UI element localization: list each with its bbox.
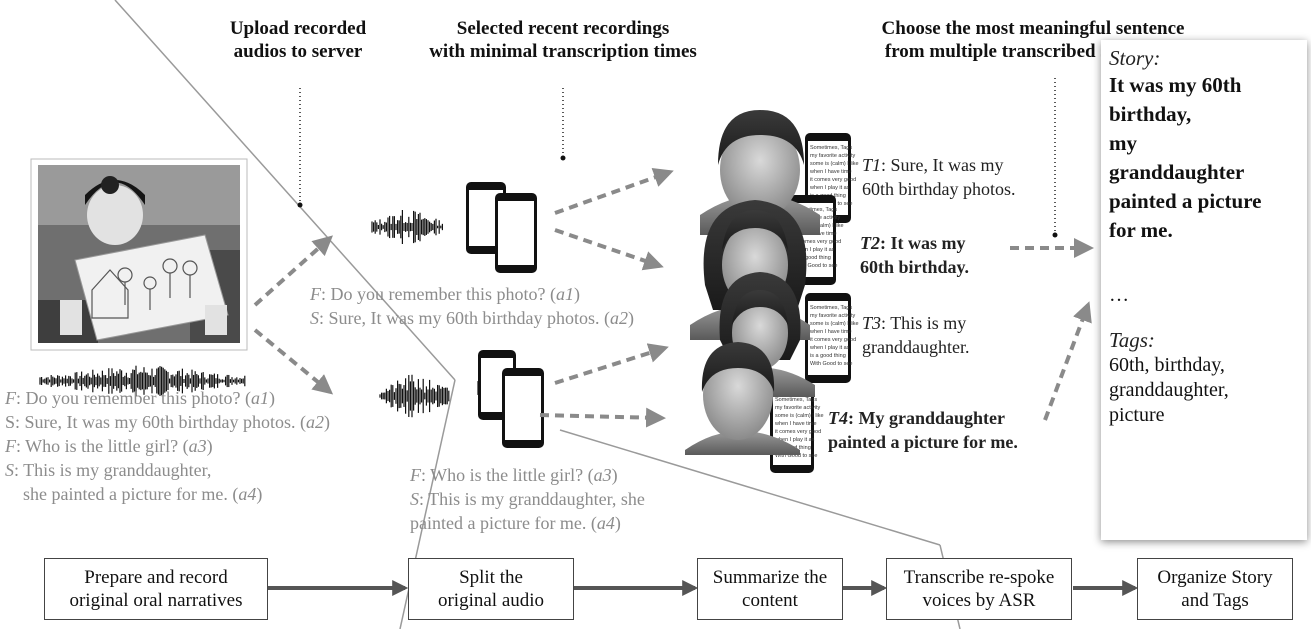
left-dialog-line: F: Who is the little girl? (a3) — [5, 436, 213, 456]
story-card: Story: It was my 60th birthday, my grand… — [1101, 40, 1307, 540]
phone-text-line: Sometimes, Tags — [795, 207, 837, 213]
phone-text-line: my favorite activity — [810, 153, 855, 159]
story-line: It was my 60th — [1109, 73, 1242, 97]
mid-dialog-line: F: Who is the little girl? (a3) — [410, 465, 618, 485]
flow-arrows-dashed — [253, 167, 1094, 428]
header-choose-line1: Choose the most meaningful sentence — [881, 18, 1185, 39]
phone-text-line: it comes very good — [810, 177, 856, 183]
header-upload: Upload recorded audios to server — [178, 17, 418, 63]
left-dialog-line: S: This is my granddaughter, — [5, 460, 212, 480]
phone-text-line: when I play it as — [774, 437, 815, 443]
phone-text-line: when I play it as — [809, 185, 850, 191]
mid-dialog-line: S: Sure, It was my 60th birthday photos.… — [310, 308, 634, 328]
story-line: my — [1109, 131, 1137, 155]
phone-text-line: it comes very good — [795, 239, 841, 245]
phone-text-line: it comes very good — [775, 429, 821, 435]
header-selected: Selected recent recordings with minimal … — [398, 17, 728, 63]
family-photo — [30, 158, 248, 351]
phone-text-line: is a good thing — [810, 353, 846, 359]
mid-dialog-top: F: Do you remember this photo? (a1) S: S… — [310, 282, 634, 330]
phone-text-line: Sometimes, Tags — [810, 145, 852, 151]
left-dialog: F: Do you remember this photo? (a1) S: S… — [5, 386, 330, 506]
left-dialog-line: S: Sure, It was my 60th birthday photos.… — [5, 412, 330, 432]
phone-text-line: when I have time — [809, 329, 852, 335]
transcript-t3: T3: This is my granddaughter. — [862, 313, 970, 357]
phone-text-line: is a good thing — [795, 255, 831, 261]
mid-dialog-line: S: This is my granddaughter, she — [410, 489, 645, 509]
story-line: birthday, — [1109, 102, 1192, 126]
phone-text-line: when I play it as — [809, 345, 850, 351]
transcript-t2: T2: It was my 60th birthday. — [860, 233, 970, 277]
people-group — [685, 110, 820, 455]
header-upload-line1: Upload recorded — [229, 18, 367, 39]
phone-text-line: when I play it as — [794, 247, 835, 253]
phone-screen — [498, 201, 534, 265]
story-line: painted a picture — [1109, 189, 1262, 213]
phone-text-line: With Good to see — [810, 361, 853, 367]
phone-text-line: when I have time — [774, 421, 817, 427]
tag-line: picture — [1109, 404, 1165, 426]
person-4-icon — [685, 342, 800, 455]
transcript-t4: T4: My granddaughter painted a picture f… — [828, 408, 1018, 452]
phone-text-line: some is (calm) I like — [810, 161, 859, 167]
tag-line: granddaughter, — [1109, 379, 1229, 401]
tag-line: 60th, birthday, — [1109, 354, 1225, 376]
story-line: for me. — [1109, 218, 1173, 242]
left-dialog-line: F: Do you remember this photo? (a1) — [5, 388, 275, 408]
phone-text-line: my favorite activity — [810, 313, 855, 319]
phone-text-line: some is (calm) I like — [810, 321, 859, 327]
story-ellipsis: … — [1109, 284, 1129, 306]
header-upload-line2: audios to server — [233, 41, 363, 62]
header-selected-line2: with minimal transcription times — [429, 41, 697, 62]
phone-text-line: Sometimes, Tags — [775, 397, 817, 403]
phone-text-line: With Good to see — [795, 263, 838, 269]
phone-text-line: some is (calm) I like — [775, 413, 824, 419]
phone-text-line: my favorite activity — [775, 405, 820, 411]
phone-screen — [808, 301, 848, 375]
phone-text-line: Sometimes, Tags — [810, 305, 852, 311]
mid-dialog-line: painted a picture for me. (a4) — [410, 513, 621, 533]
transcript-t1: T1: Sure, It was my 60th birthday photos… — [862, 155, 1016, 199]
tags-label: Tags: — [1109, 328, 1155, 352]
mid-dialog-bottom: F: Who is the little girl? (a3) S: This … — [410, 463, 645, 535]
phone-screen — [505, 376, 541, 440]
header-selected-line1: Selected recent recordings — [456, 18, 670, 39]
story-line: granddaughter — [1109, 160, 1245, 184]
phone-text-line: when I have time — [809, 169, 852, 175]
phone-text-line: it comes very good — [810, 337, 856, 343]
mid-dialog-line: F: Do you remember this photo? (a1) — [310, 284, 580, 304]
left-dialog-line: she painted a picture for me. (a4) — [23, 484, 263, 504]
dotted-leaders — [297, 78, 1058, 238]
story-label: Story: — [1109, 46, 1161, 70]
phone-text-line: With Good to see — [775, 453, 818, 459]
phones: Sometimes, Tags my favorite activity some … — [466, 133, 859, 473]
story-content: Story: It was my 60th birthday, my grand… — [1109, 46, 1261, 428]
